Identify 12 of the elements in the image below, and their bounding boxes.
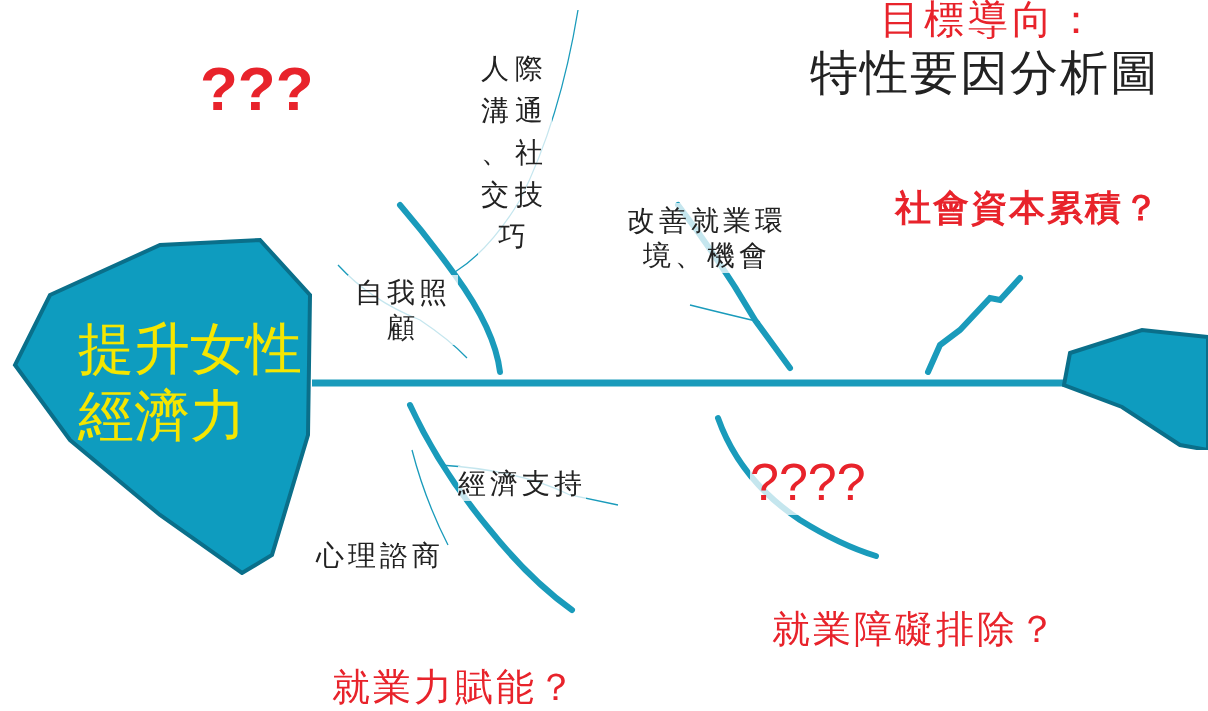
effect-label: 提升女性經濟力 — [78, 315, 303, 450]
cause-label: 經濟支持 — [458, 466, 586, 501]
spine-line — [312, 379, 1064, 387]
question-marks: ??? — [200, 53, 314, 125]
cause-label: 自我照顧 — [348, 275, 458, 345]
category-label: 社會資本累積？ — [895, 185, 1161, 230]
fish-tail-shape — [1062, 325, 1208, 450]
subtitle-text: 特性要因分析圖 — [810, 43, 1160, 102]
title-text: 目標導向： — [880, 0, 1100, 44]
category-label: 就業障礙排除？ — [772, 606, 1059, 653]
fish-head-shape — [10, 235, 315, 575]
category-label: 就業力賦能？ — [332, 664, 578, 711]
